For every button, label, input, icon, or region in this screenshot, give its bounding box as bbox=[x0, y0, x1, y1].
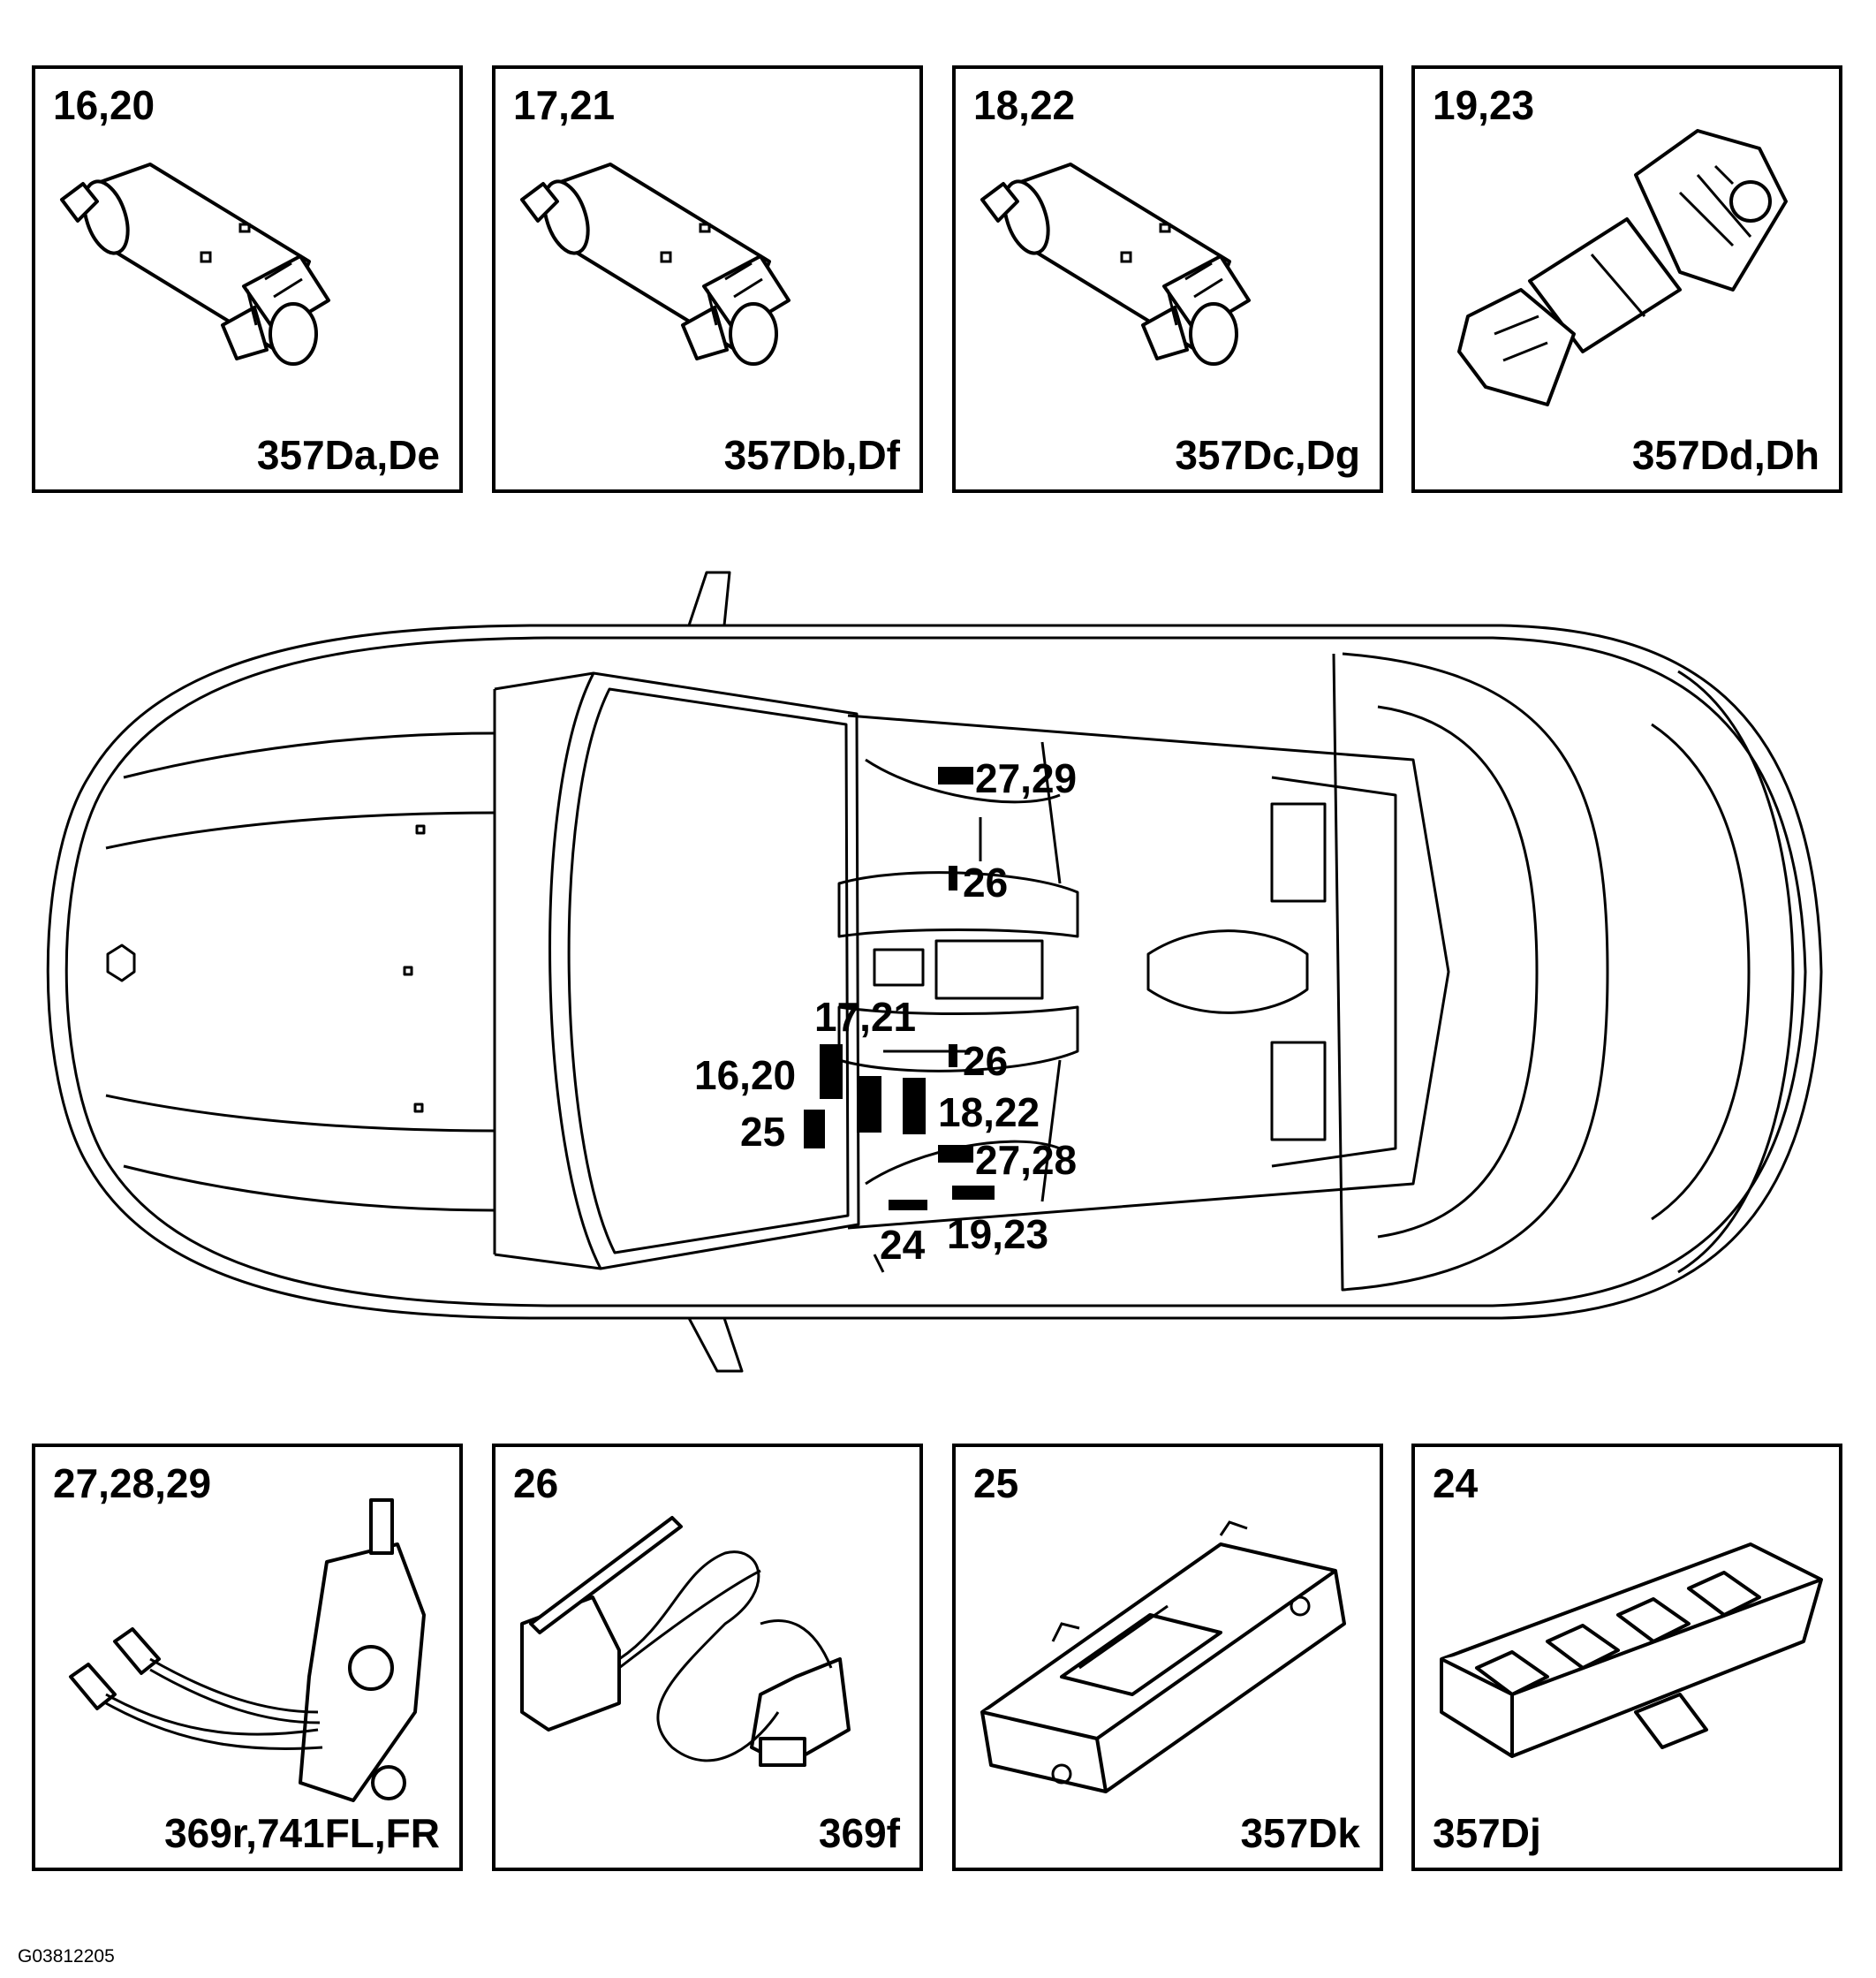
callout-geared-motor: 19,23 bbox=[947, 1211, 1049, 1257]
door-lock-actuator-icon bbox=[69, 1498, 426, 1802]
marker-module bbox=[804, 1110, 825, 1148]
callout-front-lock: 27,29 bbox=[975, 755, 1078, 801]
panel-part-code: 369r,741FL,FR bbox=[164, 1810, 440, 1856]
window-motor-icon bbox=[520, 163, 790, 366]
marker-motor-right bbox=[903, 1078, 926, 1134]
marker-rear-switch bbox=[949, 1044, 957, 1067]
geared-motor-icon bbox=[1457, 129, 1788, 406]
marker-motor-front bbox=[857, 1076, 881, 1133]
window-motor-icon bbox=[980, 163, 1251, 366]
panel-part-code: 369f bbox=[818, 1810, 900, 1856]
callout-switch-pack: 24 bbox=[880, 1222, 926, 1268]
callout-motor-left: 16,20 bbox=[694, 1052, 797, 1098]
component-panel-16-20: 16,20 357Da,De bbox=[32, 65, 463, 493]
component-panel-18-22: 18,22 357Dc,Dg bbox=[952, 65, 1383, 493]
panel-ref-number: 16,20 bbox=[53, 82, 155, 128]
callout-rear-switch: 26 bbox=[963, 1038, 1009, 1084]
component-panel-17-21: 17,21 357Db,Df bbox=[492, 65, 923, 493]
callout-module: 25 bbox=[740, 1109, 786, 1155]
panel-ref-number: 24 bbox=[1433, 1460, 1479, 1506]
callout-motor-right: 18,22 bbox=[938, 1089, 1040, 1135]
control-module-icon bbox=[980, 1520, 1346, 1793]
marker-rear-lock bbox=[938, 1145, 973, 1163]
panel-ref-number: 18,22 bbox=[973, 82, 1076, 128]
panel-ref-number: 27,28,29 bbox=[53, 1460, 212, 1506]
component-panel-27-28-29: 27,28,29 369r,741FL,FR bbox=[32, 1444, 463, 1871]
panel-part-code: 357Da,De bbox=[256, 432, 440, 478]
window-motor-icon bbox=[60, 163, 330, 366]
panel-part-code: 357Dd,Dh bbox=[1631, 432, 1819, 478]
component-panel-26: 26 369f bbox=[492, 1444, 923, 1871]
callout-rear-lock: 27,28 bbox=[975, 1137, 1078, 1183]
panel-part-code: 357Dc,Dg bbox=[1175, 432, 1360, 478]
marker-geared-motor bbox=[952, 1186, 995, 1200]
marker-switch-pack bbox=[889, 1200, 927, 1210]
callout-front-switch: 26 bbox=[963, 860, 1009, 906]
window-switch-pack-icon bbox=[1440, 1542, 1823, 1758]
component-panel-25: 25 357Dk bbox=[952, 1444, 1383, 1871]
door-switch-icon bbox=[520, 1516, 851, 1767]
panel-ref-number: 19,23 bbox=[1433, 82, 1535, 128]
panel-ref-number: 26 bbox=[513, 1460, 559, 1506]
panel-part-code: 357Dj bbox=[1433, 1810, 1541, 1856]
panel-ref-number: 25 bbox=[973, 1460, 1019, 1506]
panel-ref-number: 17,21 bbox=[513, 82, 616, 128]
marker-motor-left bbox=[820, 1044, 843, 1099]
component-panel-19-23: 19,23 357Dd,Dh bbox=[1411, 65, 1842, 493]
callout-motor-front: 17,21 bbox=[814, 994, 917, 1040]
figure-id: G03812205 bbox=[18, 1946, 115, 1967]
marker-front-lock bbox=[938, 767, 973, 784]
component-panel-24: 24 357Dj bbox=[1411, 1444, 1842, 1871]
panel-part-code: 357Db,Df bbox=[723, 432, 900, 478]
panel-part-code: 357Dk bbox=[1240, 1810, 1360, 1856]
marker-front-switch bbox=[949, 866, 957, 890]
